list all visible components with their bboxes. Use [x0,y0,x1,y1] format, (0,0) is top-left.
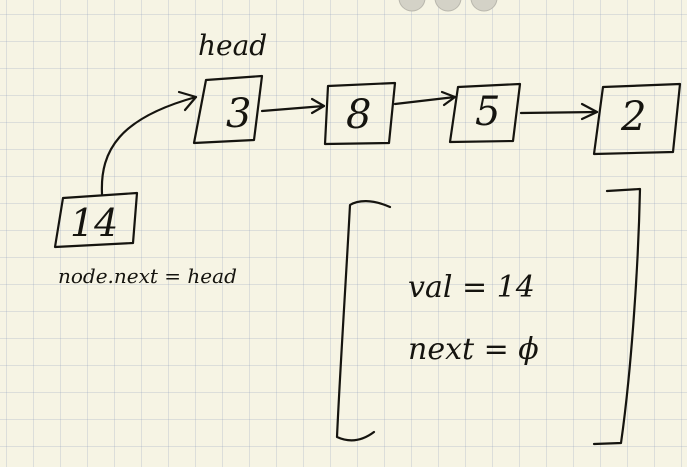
node-value: 8 [346,92,371,138]
next-line: next = ϕ [408,332,539,367]
control-button[interactable] [470,0,498,12]
new-node-box [53,191,139,249]
next-arrow [519,102,599,121]
node-box-5 [448,82,522,144]
head-label: head [198,29,267,62]
control-button[interactable] [434,0,462,12]
new-node-caption: node.next = head [58,264,237,288]
node-value: 5 [475,89,500,135]
new-node-next-arrow [100,90,198,196]
right-bracket [592,187,642,446]
next-arrow [260,97,326,115]
node-box-8 [323,81,397,146]
val-line: val = 14 [408,270,535,305]
node-box-2 [592,82,682,156]
next-arrow [393,90,457,107]
node-box-3 [192,74,264,145]
node-value: 2 [620,94,646,140]
node-value: 3 [226,91,251,137]
left-bracket [335,200,392,442]
video-controls[interactable] [398,0,498,12]
new-node-value: 14 [70,201,118,245]
control-button[interactable] [398,0,426,12]
